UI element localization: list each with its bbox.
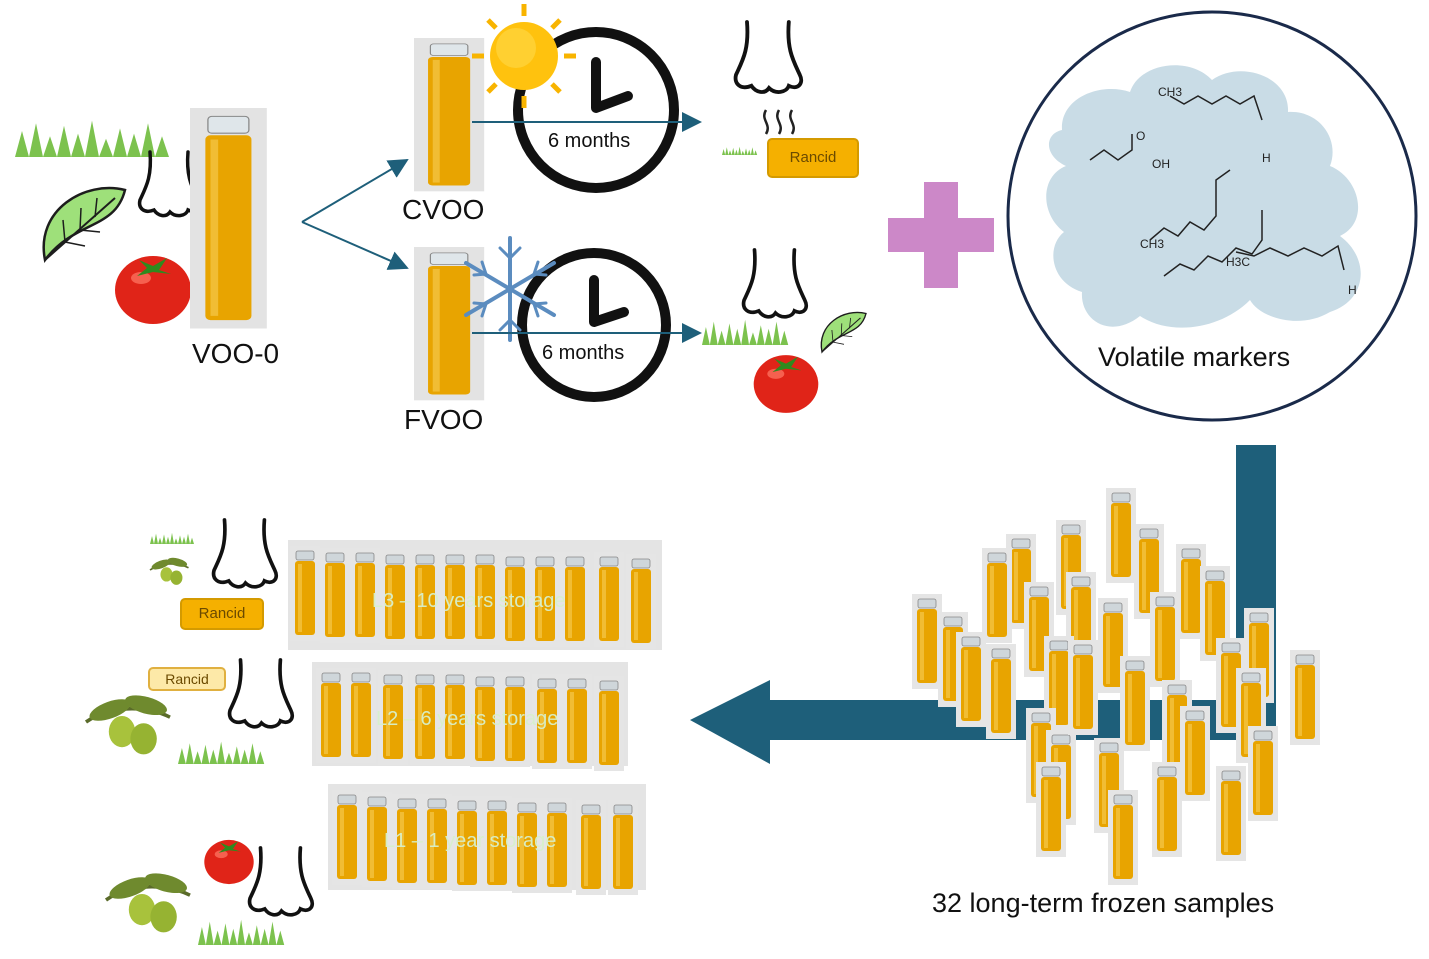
l1-sensory (104, 839, 315, 945)
cvoo-label: CVOO (402, 194, 485, 225)
olive-icon (104, 867, 192, 935)
voo0-group (15, 107, 268, 330)
leaf-icon (820, 311, 867, 353)
shelf-l3-label: L3 – 10 years storage (372, 590, 566, 612)
leaf-icon (42, 186, 127, 262)
shelf-l1-label: L1 – 1 year storage (384, 830, 557, 852)
molecule-label-ch3-top: CH3 (1158, 85, 1182, 99)
volatile-markers-label: Volatile markers (1098, 342, 1291, 372)
sun-icon (472, 4, 576, 108)
nose-icon (227, 658, 295, 729)
plus-icon (888, 182, 994, 288)
rancid-badge-top: Rancid (767, 138, 859, 178)
nose-icon (247, 846, 315, 917)
cloud-icon (1046, 65, 1361, 328)
nose-icon (211, 518, 279, 589)
cvoo-group (413, 4, 804, 193)
molecule-label-h3c: H3C (1226, 255, 1250, 269)
clock-icon (517, 248, 671, 402)
l3-sensory (149, 518, 279, 589)
months-bottom-label: 6 months (542, 342, 625, 364)
tomato-icon (753, 355, 819, 413)
voo0-label: VOO-0 (192, 338, 280, 369)
grass-icon (722, 146, 758, 155)
molecule-label-o: O (1136, 129, 1145, 143)
nose-icon (741, 248, 809, 319)
fvoo-label: FVOO (404, 404, 484, 435)
molecule-label-ch3-mid: CH3 (1140, 237, 1164, 251)
olive-icon (149, 555, 190, 586)
nose-icon (733, 20, 804, 94)
rancid-badge-l3: Rancid (180, 598, 264, 630)
grass-icon (198, 919, 285, 945)
grass-icon (15, 120, 169, 157)
olive-icon (84, 689, 172, 757)
split-arrows (301, 158, 409, 270)
shelf-l1 (328, 784, 646, 896)
tomato-icon (204, 839, 254, 885)
jar-icon (413, 246, 485, 401)
volatile-markers-panel: CH3 O OH H CH3 H3C H (1006, 10, 1418, 422)
clock-icon (513, 27, 679, 193)
rancid-badge-l2: Rancid (148, 667, 226, 691)
molecule-label-oh: OH (1152, 157, 1170, 171)
frozen-samples-label: 32 long-term frozen samples (932, 888, 1275, 918)
shelf-l3 (288, 540, 662, 650)
snowflake-icon (464, 236, 556, 342)
smell-waves-icon (763, 109, 795, 135)
months-top-label: 6 months (548, 130, 631, 152)
shelf-l2-label: L2 – 6 years storage (376, 708, 559, 730)
grass-icon (178, 741, 265, 764)
jar-icon (413, 37, 485, 192)
molecule-label-h2: H (1348, 283, 1357, 297)
shelf-l2 (312, 662, 628, 772)
jar-icon (189, 107, 268, 330)
fvoo-group (413, 236, 867, 413)
grass-icon (702, 319, 789, 345)
grass-icon (150, 532, 194, 544)
tomato-icon (115, 256, 191, 324)
molecule-label-h: H (1262, 151, 1271, 165)
